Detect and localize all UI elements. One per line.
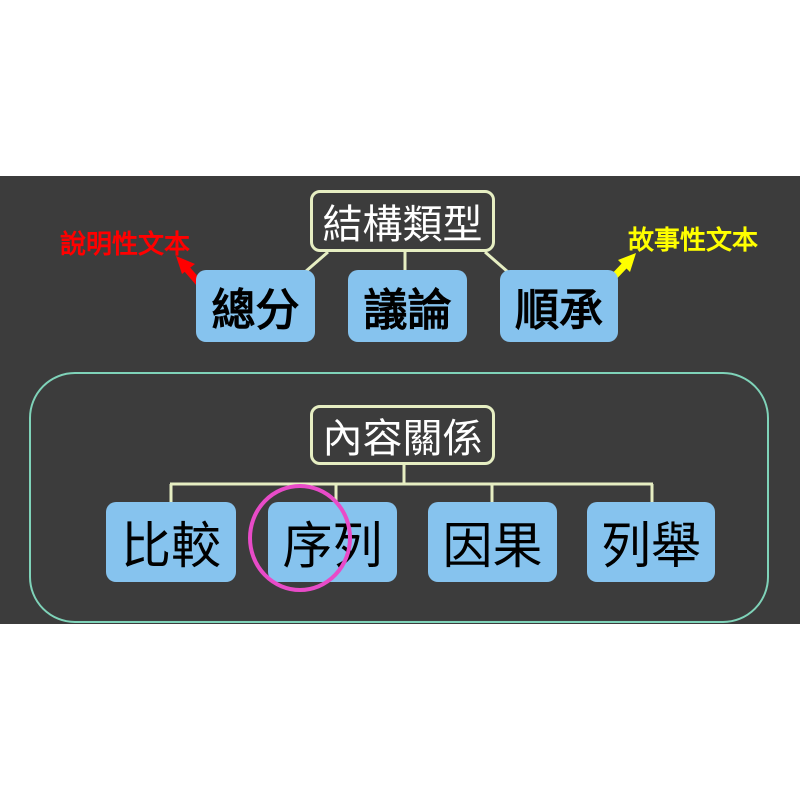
red-arrow-head-icon	[176, 256, 195, 274]
content-root: 內容關係	[310, 405, 495, 465]
connector-line	[484, 250, 509, 274]
structure-root: 結構類型	[310, 190, 495, 252]
content-child: 比較	[106, 502, 236, 582]
structure-child: 順承	[500, 270, 618, 342]
structure-child: 總分	[196, 270, 315, 342]
content-group-frame	[29, 372, 769, 623]
content-child: 因果	[428, 502, 557, 582]
yellow-arrow-head-icon	[618, 253, 636, 272]
highlight-circle	[248, 484, 352, 592]
structure-child: 議論	[348, 270, 467, 342]
expository-text-note: 說明性文本	[60, 230, 191, 260]
content-child: 序列	[268, 502, 397, 582]
narrative-text-note: 故事性文本	[628, 226, 759, 256]
content-child: 列舉	[587, 502, 715, 582]
connector-line	[304, 250, 329, 274]
